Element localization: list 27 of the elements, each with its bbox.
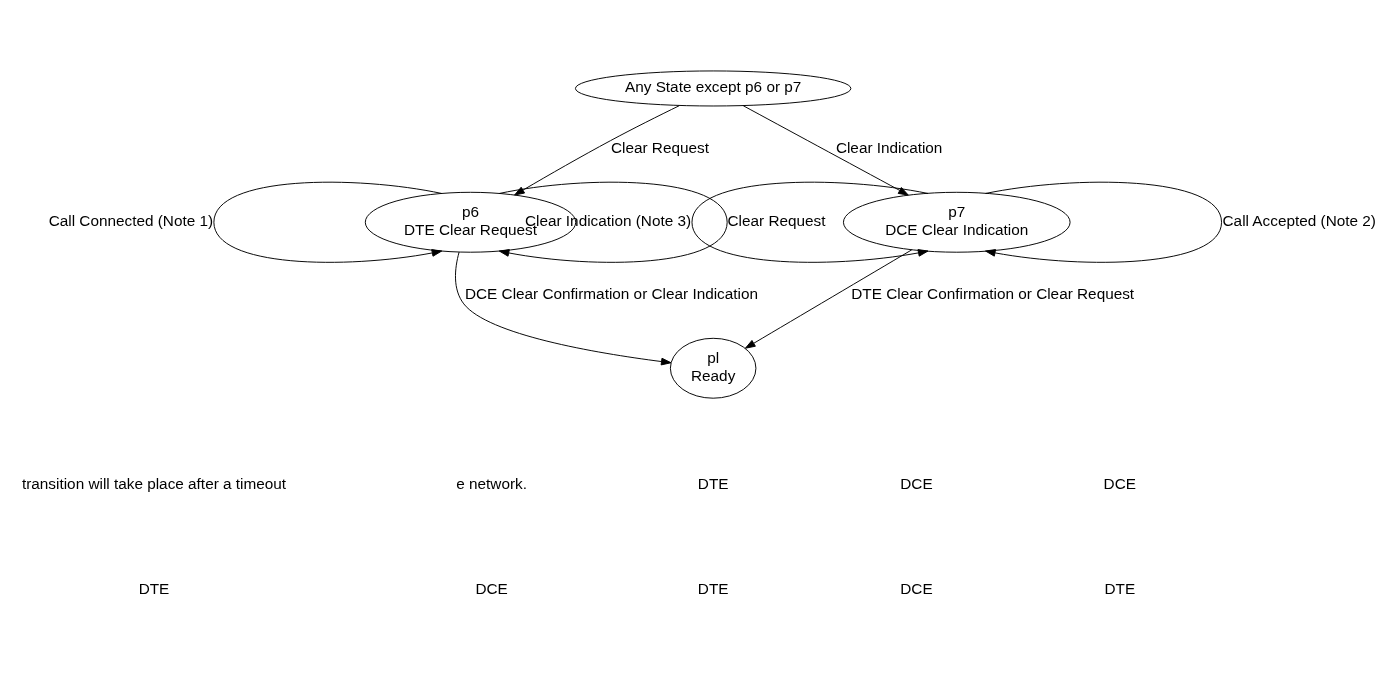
- node-ellipse: Any State except p6 or p7: [574, 70, 852, 107]
- label: DTE: [138, 579, 170, 597]
- arrow: [498, 181, 728, 263]
- edge-label: Call Accepted (Note 2): [1222, 211, 1376, 229]
- label: DTE: [1104, 579, 1136, 597]
- label: DCE: [900, 475, 933, 493]
- label: DTE: [697, 579, 729, 597]
- label: DTE: [697, 475, 729, 493]
- label: DCE: [1103, 475, 1136, 493]
- arrow: [514, 105, 680, 196]
- arrow: [455, 251, 672, 366]
- arrow: [742, 105, 909, 196]
- arrow: [691, 181, 929, 263]
- label: e network.: [456, 475, 527, 493]
- edge-label: Clear Request: [610, 138, 709, 156]
- edge-label: Clear Request: [727, 211, 826, 229]
- arrow: [213, 181, 443, 263]
- label: transition will take place after a timeout: [21, 475, 287, 493]
- edge-label: Clear Indication: [835, 138, 943, 156]
- edge-label: Call Connected (Note 1): [48, 211, 214, 229]
- arrow: [744, 249, 913, 349]
- label: DCE: [900, 579, 933, 597]
- node-ellipse: p7 DCE Clear Indication: [842, 191, 1071, 253]
- edge-label: DCE Clear Confirmation or Clear Indication: [464, 284, 759, 302]
- edge-label: DTE Clear Confirmation or Clear Request: [851, 284, 1135, 302]
- arrow: [985, 181, 1223, 263]
- label: DCE: [475, 579, 508, 597]
